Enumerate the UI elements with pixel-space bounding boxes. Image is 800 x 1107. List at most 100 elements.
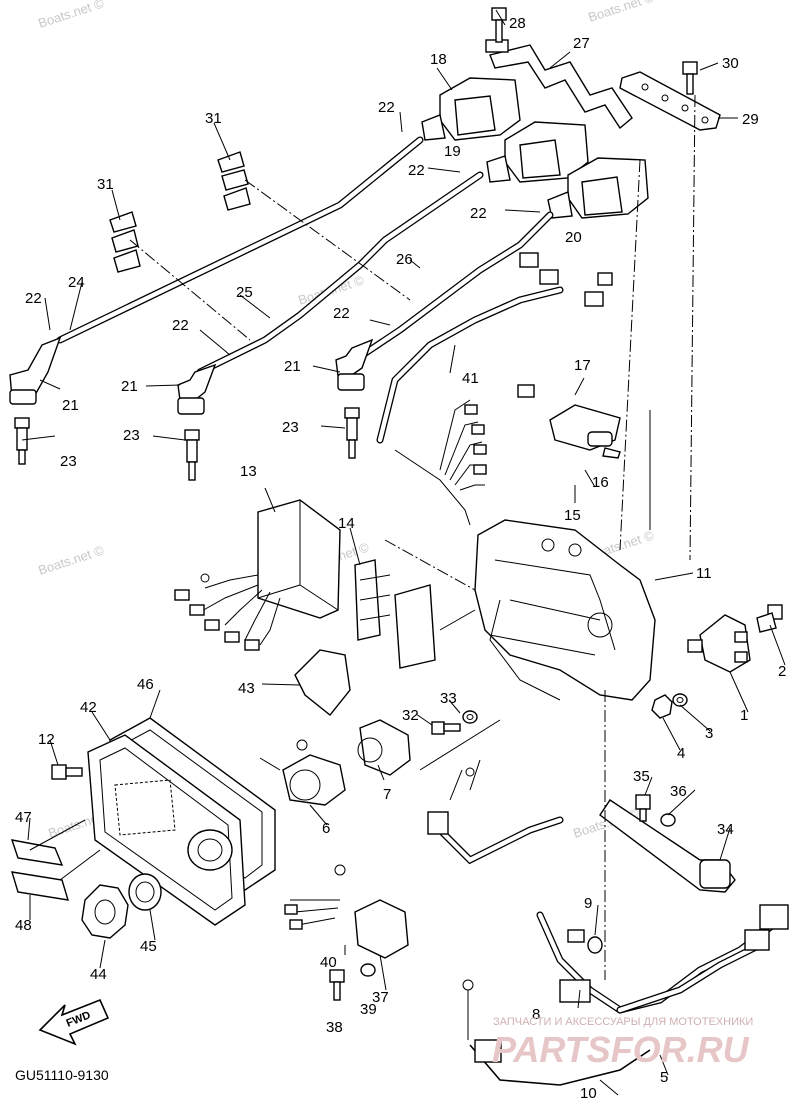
callout-30: 30: [722, 55, 739, 72]
sensor-40: [284, 864, 346, 930]
plug-cap-21: [177, 363, 217, 415]
callout-29: 29: [742, 111, 759, 128]
callout-18: 18: [430, 51, 447, 68]
callout-23b: 23: [123, 427, 140, 444]
callout-9: 9: [584, 895, 592, 912]
washer-39: [360, 963, 376, 977]
callout-13: 13: [240, 463, 257, 480]
callout-21a: 21: [62, 397, 79, 414]
wire-harness-41: [376, 252, 613, 526]
callout-33: 33: [440, 690, 457, 707]
cdi-unit-13: [174, 499, 341, 651]
callout-37: 37: [372, 989, 389, 1006]
callout-16: 16: [592, 474, 609, 491]
spark-plug-23: [344, 407, 360, 459]
cable-lead: [427, 759, 564, 865]
cable-10: [462, 979, 651, 1086]
callout-27: 27: [573, 35, 590, 52]
callout-48: 48: [15, 917, 32, 934]
callout-32: 32: [402, 707, 419, 724]
callout-17: 17: [574, 357, 591, 374]
spark-plug-23: [184, 429, 200, 481]
watermark: Boats.net ©: [36, 0, 106, 31]
callout-45: 45: [140, 938, 157, 955]
diagram-code: GU51110-9130: [15, 1067, 109, 1083]
bolt-12: [51, 764, 83, 780]
cable-clip-31: [109, 211, 141, 273]
callout-8: 8: [532, 1006, 540, 1023]
washer-36: [660, 813, 676, 827]
label-48: [11, 871, 69, 901]
plug-cap-21: [9, 336, 62, 405]
bolt-28: [491, 7, 507, 43]
cover-42: [87, 734, 246, 926]
ht-cables: [56, 136, 554, 376]
ignition-coil-18: [421, 77, 521, 141]
callout-22f: 22: [172, 317, 189, 334]
cable-clip-31: [217, 151, 251, 211]
callout-4: 4: [677, 745, 685, 762]
fwd-arrow-icon: FWD: [38, 998, 110, 1046]
brand-tagline: ЗАПЧАСТИ И АКСЕССУАРЫ ДЛЯ МОТОТЕХНИКИ: [493, 1016, 753, 1028]
callout-7: 7: [383, 786, 391, 803]
callout-12: 12: [38, 731, 55, 748]
label-47: [10, 839, 64, 866]
relay-7: [357, 719, 411, 776]
callout-24: 24: [68, 274, 85, 291]
grommet-9: [587, 936, 603, 954]
callout-21c: 21: [284, 358, 301, 375]
callout-44: 44: [90, 966, 107, 983]
callout-47: 47: [15, 809, 32, 826]
callout-46: 46: [137, 676, 154, 693]
watermark: Boats.net ©: [586, 0, 656, 25]
ignition-coil-19: [486, 121, 589, 183]
callout-36: 36: [670, 783, 687, 800]
callout-6: 6: [322, 820, 330, 837]
thermo-sensor-34: [599, 799, 736, 893]
callout-3: 3: [705, 725, 713, 742]
spark-plug-23: [14, 417, 30, 465]
callout-22c: 22: [470, 205, 487, 222]
leader-lines: [21, 9, 786, 1096]
callout-35: 35: [633, 768, 650, 785]
callouts: 18 28 27 30 29 31 22 19 22 31 22 20 26 2…: [15, 15, 786, 1102]
bolt-2: [756, 604, 783, 633]
rectifier-15: [517, 384, 621, 459]
nut-4: [651, 694, 673, 719]
base-plate-11: [474, 519, 656, 701]
callout-5: 5: [660, 1069, 668, 1086]
callout-1: 1: [740, 707, 748, 724]
callout-22e: 22: [333, 305, 350, 322]
callout-14: 14: [338, 515, 355, 532]
watermark: Boats.net ©: [36, 542, 106, 577]
bracket-14: [354, 559, 436, 669]
callout-42: 42: [80, 699, 97, 716]
bolt-32: [431, 721, 461, 735]
starter-harness-5: [536, 904, 789, 1014]
callout-34: 34: [717, 821, 734, 838]
bracket-43: [294, 649, 351, 716]
ignition-coil-20: [547, 157, 649, 219]
switch-1: [687, 614, 751, 673]
washer-3: [672, 693, 688, 707]
callout-40: 40: [320, 954, 337, 971]
callout-10: 10: [580, 1085, 597, 1102]
callout-11: 11: [696, 565, 712, 582]
knob-44: [81, 884, 129, 939]
callout-2: 2: [778, 663, 786, 680]
callout-19: 19: [444, 143, 461, 160]
callout-28: 28: [509, 15, 526, 32]
callout-25: 25: [236, 284, 253, 301]
callout-39: 39: [360, 1001, 377, 1018]
washer-33: [462, 710, 478, 724]
callout-23a: 23: [60, 453, 77, 470]
callout-22a: 22: [378, 99, 395, 116]
callout-22b: 22: [408, 162, 425, 179]
starter-relay-6: [259, 739, 346, 806]
coil-bracket-27: [485, 39, 633, 130]
plug-cap-21: [335, 338, 374, 391]
callout-43: 43: [238, 680, 255, 697]
callout-38: 38: [326, 1019, 343, 1036]
bolt-38: [329, 969, 345, 1001]
bolt-35: [635, 794, 651, 822]
